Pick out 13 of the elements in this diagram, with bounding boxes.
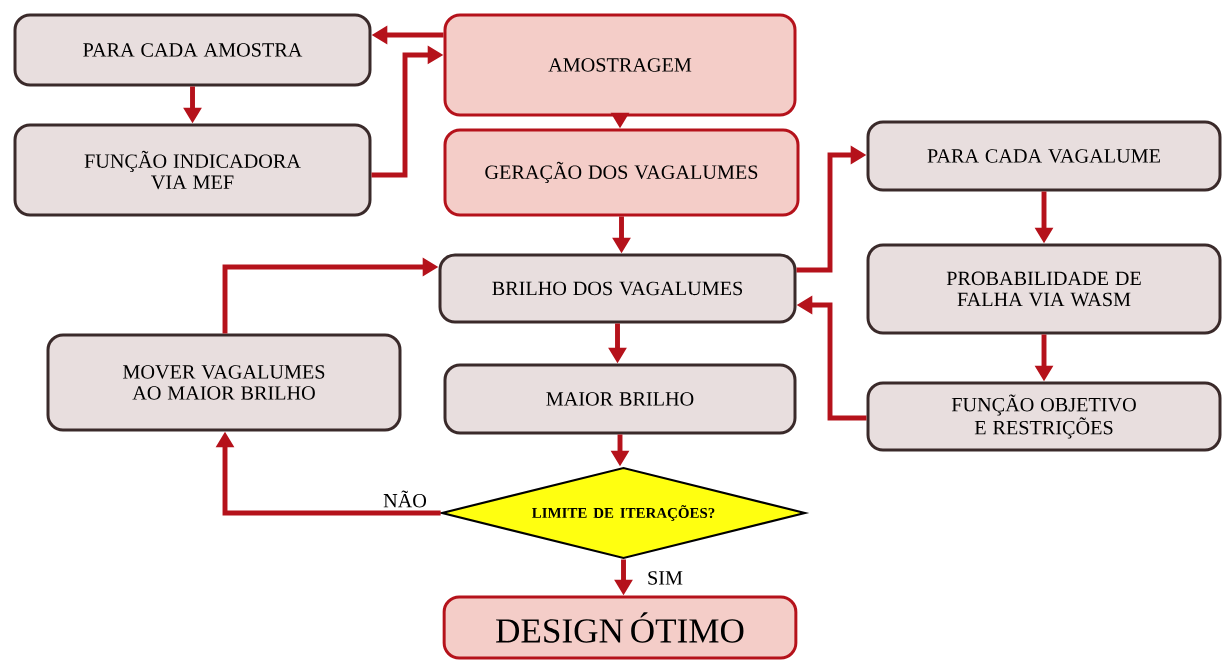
process-box: AMOSTRAGEM [443,13,797,117]
process-box: DESIGN ÓTIMO [442,595,798,660]
process-box: MOVER VAGALUMES AO MAIOR BRILHO [46,333,402,432]
process-box: FUNÇÃO INDICADORA VIA MEF [13,123,372,217]
process-box: PARA CADA VAGALUME [866,120,1222,192]
process-box: PARA CADA AMOSTRA [13,13,372,87]
process-box: FUNÇÃO OBJETIVO E RESTRIÇÕES [866,381,1222,452]
edge-label: SIM [647,571,683,585]
process-box: BRILHO DOS VAGALUMES [438,253,797,324]
process-box: GERAÇÃO DOS VAGALUMES [443,128,800,217]
process-box: PROBABILIDADE DE FALHA VIA WASM [866,243,1222,335]
edge-label: NÃO [383,490,427,508]
process-box: MAIOR BRILHO [443,363,797,435]
